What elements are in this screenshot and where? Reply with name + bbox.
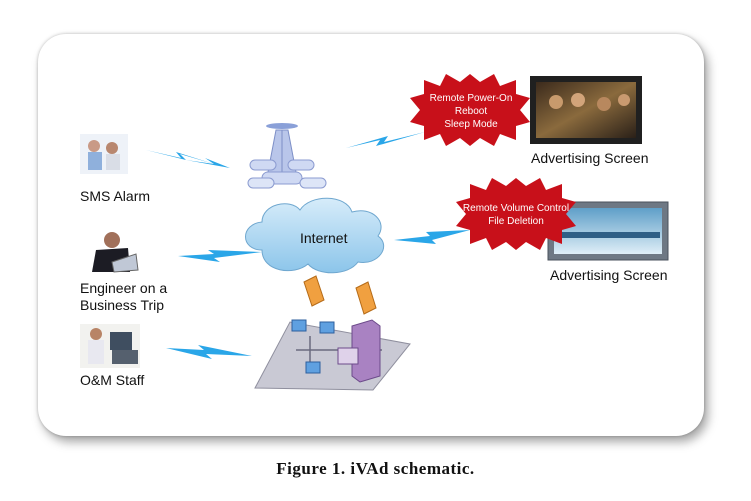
base-station-icon: [247, 123, 327, 189]
bolt-engineer: [178, 250, 262, 262]
bolt-sms: [146, 150, 214, 164]
engineer-label-line-1: Engineer on a: [80, 280, 168, 296]
burst-bottom: [456, 178, 576, 250]
ad-screen-bottom-label: Advertising Screen: [550, 267, 668, 283]
firewall-icons: [303, 275, 377, 315]
burst-top-text: Remote Power-On Reboot Sleep Mode: [424, 92, 518, 131]
om-staff-icon: [80, 324, 140, 368]
figure-caption: Figure 1. iVAd schematic.: [276, 459, 475, 478]
burst-bottom-line-1: Remote Volume Control: [462, 203, 570, 214]
bolt-sms-b: [186, 158, 230, 168]
sms-alarm-icon: [80, 134, 128, 174]
bolt-om: [166, 345, 252, 359]
burst-top-line-2: Reboot: [454, 106, 488, 117]
ad-screen-top-label: Advertising Screen: [531, 150, 649, 166]
internet-cloud-icon: [245, 197, 385, 274]
internet-label: Internet: [300, 230, 348, 246]
engineer-icon: [92, 232, 139, 273]
bolt-tower-screen: [346, 132, 425, 148]
burst-top-line-1: Remote Power-On: [429, 93, 513, 104]
sms-alarm-label: SMS Alarm: [80, 188, 151, 204]
burst-top: [410, 74, 530, 146]
advertising-screen-top-icon: [530, 76, 642, 144]
wireless-bolts: [146, 132, 470, 359]
om-staff-label: O&M Staff: [80, 372, 145, 388]
advertising-screen-bottom-icon: [547, 201, 669, 261]
burst-bottom-line-2: File Deletion: [488, 216, 544, 227]
lan-platform-icon: [254, 319, 411, 391]
burst-top-line-3: Sleep Mode: [444, 119, 498, 130]
bolt-internet-screen: [394, 230, 470, 244]
burst-bottom-text: Remote Volume Control File Deletion: [456, 202, 576, 228]
engineer-label-line-2: Business Trip: [80, 297, 165, 313]
